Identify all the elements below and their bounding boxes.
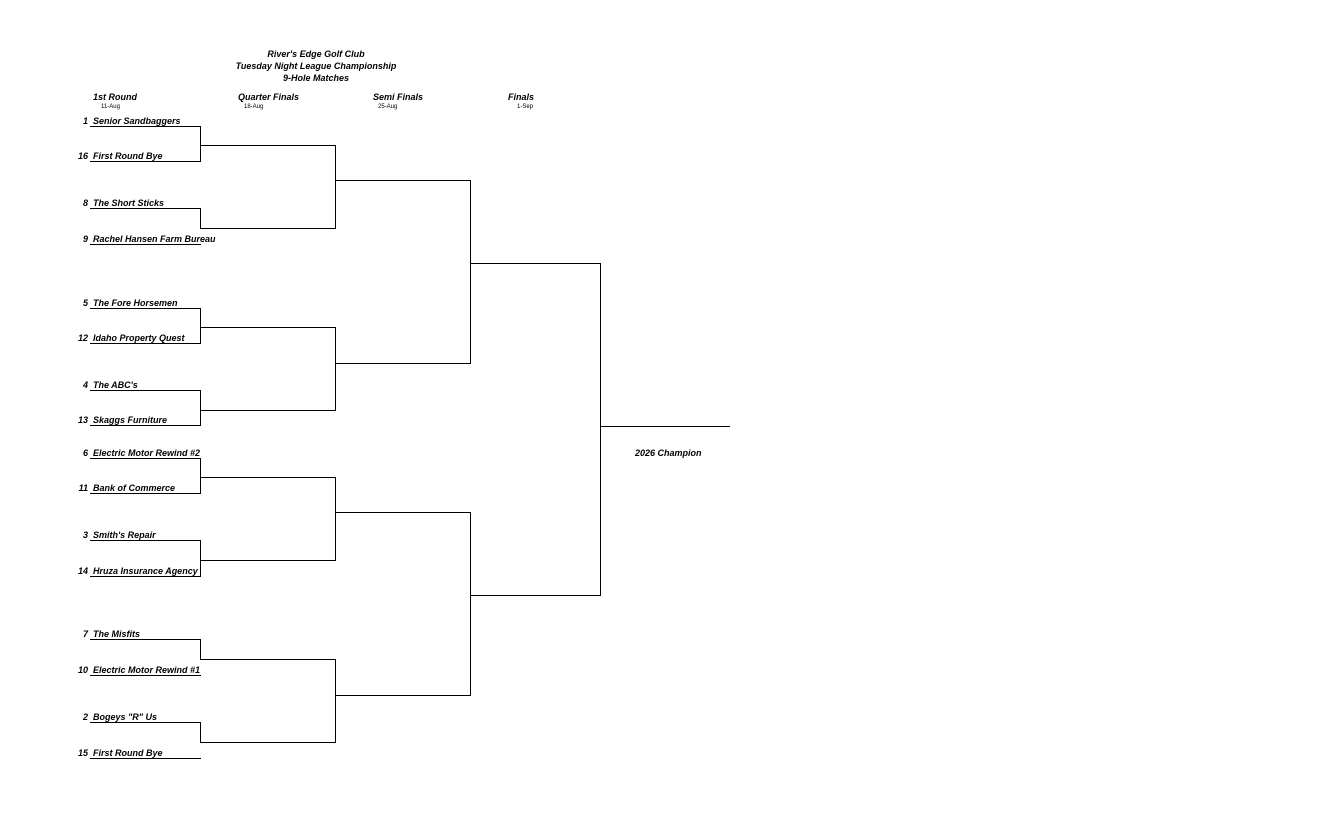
- team-name: The Short Sticks: [93, 198, 165, 208]
- team-name: Rachel Hansen Farm Bureau: [93, 234, 216, 244]
- round-header-finals: Finals: [508, 92, 535, 102]
- round-date-finals: 1-Sep: [517, 104, 534, 110]
- seed-number: 8: [82, 198, 88, 208]
- team-name: First Round Bye: [93, 151, 163, 161]
- seed-number: 6: [82, 448, 88, 458]
- team-name: Bank of Commerce: [93, 483, 176, 493]
- team-name: The Fore Horsemen: [93, 298, 178, 308]
- seed-number: 14: [77, 566, 88, 576]
- team-name: Smith's Repair: [93, 530, 156, 540]
- seed-number: 15: [77, 748, 88, 758]
- team-name: First Round Bye: [93, 748, 163, 758]
- seed-number: 11: [78, 483, 88, 493]
- round-header-semi-finals: Semi Finals: [373, 92, 424, 102]
- seed-number: 12: [77, 333, 88, 343]
- seed-number: 16: [77, 151, 88, 161]
- seed-number: 3: [82, 530, 88, 540]
- team-name: Electric Motor Rewind #2: [93, 448, 201, 458]
- seed-number: 7: [82, 629, 88, 639]
- team-name: Electric Motor Rewind #1: [93, 665, 201, 675]
- team-name: The ABC's: [93, 380, 138, 390]
- team-name: Bogeys "R" Us: [93, 712, 158, 722]
- seed-number: 1: [82, 116, 88, 126]
- team-name: Skaggs Furniture: [93, 415, 168, 425]
- round-date-semi-finals: 25-Aug: [378, 104, 398, 110]
- match-format: 9-Hole Matches: [282, 73, 350, 83]
- team-name: The Misfits: [93, 629, 141, 639]
- champion-label: 2026 Champion: [635, 448, 702, 458]
- seed-number: 13: [77, 415, 88, 425]
- team-name: Idaho Property Quest: [93, 333, 185, 343]
- round-header-quarter-finals: Quarter Finals: [238, 92, 300, 102]
- seed-number: 4: [82, 380, 88, 390]
- round-date-quarter-finals: 18-Aug: [244, 104, 264, 110]
- round-date-1st-round: 11-Aug: [101, 104, 120, 110]
- team-name: Hruza Insurance Agency: [93, 566, 198, 576]
- seed-number: 5: [82, 298, 88, 308]
- seed-number: 9: [82, 234, 88, 244]
- club-title: River's Edge Golf Club: [267, 49, 365, 59]
- seed-number: 10: [77, 665, 88, 675]
- team-name: Senior Sandbaggers: [93, 116, 181, 126]
- seed-number: 2: [82, 712, 88, 722]
- round-header-1st-round: 1st Round: [93, 92, 137, 102]
- league-title: Tuesday Night League Championship: [235, 61, 397, 71]
